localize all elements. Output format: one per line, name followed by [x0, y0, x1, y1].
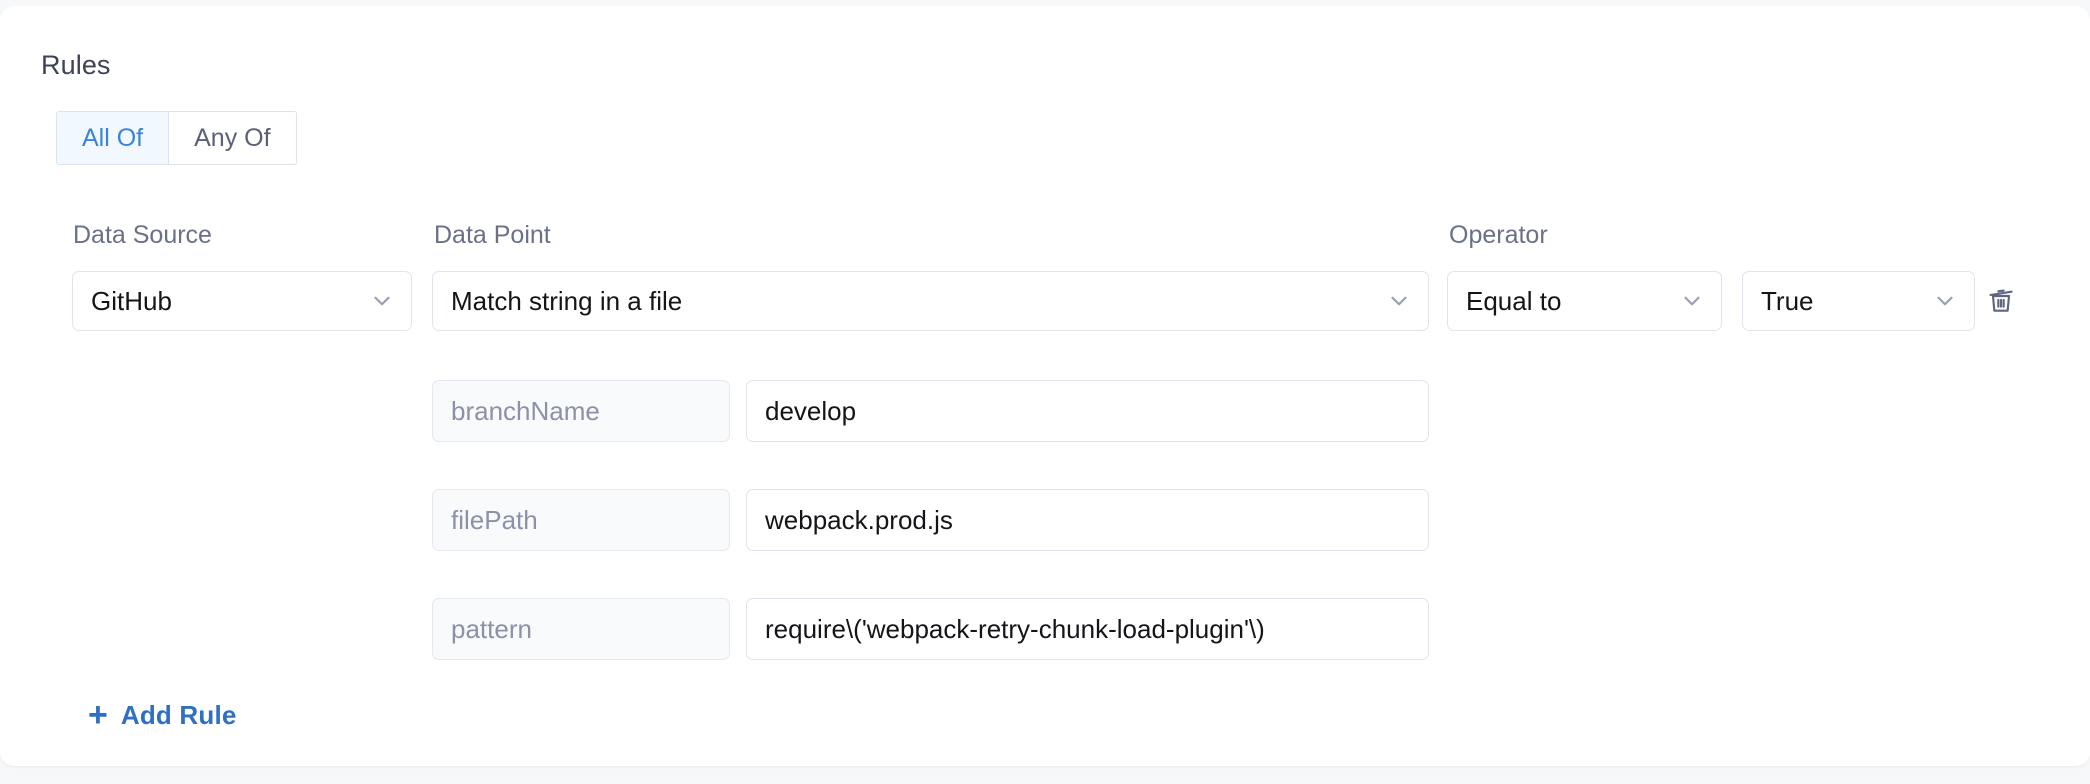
- parameter-value-field[interactable]: webpack.prod.js: [746, 489, 1429, 551]
- parameter-value-field[interactable]: develop: [746, 380, 1429, 442]
- parameter-key-field[interactable]: filePath: [432, 489, 730, 551]
- parameter-key-text: branchName: [451, 395, 600, 426]
- parameter-row: pattern require\('webpack-retry-chunk-lo…: [0, 598, 2090, 660]
- parameter-value-field[interactable]: require\('webpack-retry-chunk-load-plugi…: [746, 598, 1429, 660]
- page-title: Rules: [41, 50, 111, 80]
- chevron-down-icon: [1922, 288, 1968, 314]
- parameter-value-text: webpack.prod.js: [765, 504, 953, 535]
- add-rule-label: Add Rule: [120, 699, 237, 730]
- data-point-select[interactable]: Match string in a file: [432, 271, 1429, 331]
- match-type-toggle: All Of Any Of: [56, 111, 297, 165]
- toggle-option-all-of[interactable]: All Of: [57, 112, 169, 164]
- toggle-option-any-of[interactable]: Any Of: [168, 112, 296, 164]
- parameter-key-field[interactable]: branchName: [432, 380, 730, 442]
- data-source-select[interactable]: GitHub: [72, 271, 412, 331]
- rules-card: Rules All Of Any Of Data Source Data Poi…: [0, 6, 2090, 766]
- parameter-key-text: pattern: [451, 613, 532, 644]
- chevron-down-icon: [359, 288, 405, 314]
- data-point-label: Data Point: [434, 221, 551, 249]
- data-point-value: Match string in a file: [451, 285, 683, 316]
- data-source-value: GitHub: [91, 285, 172, 316]
- add-rule-button[interactable]: + Add Rule: [88, 698, 237, 732]
- parameter-key-field[interactable]: pattern: [432, 598, 730, 660]
- data-source-label: Data Source: [73, 221, 212, 249]
- operator-select[interactable]: Equal to: [1447, 271, 1722, 331]
- operator-value: Equal to: [1466, 285, 1562, 316]
- delete-rule-button[interactable]: [1978, 278, 2024, 324]
- operand-value: True: [1761, 285, 1814, 316]
- parameter-row: filePath webpack.prod.js: [0, 489, 2090, 551]
- chevron-down-icon: [1669, 288, 1715, 314]
- parameter-value-text: require\('webpack-retry-chunk-load-plugi…: [765, 613, 1265, 644]
- trash-icon: [1985, 284, 2017, 319]
- plus-icon: +: [88, 696, 108, 734]
- operator-label: Operator: [1449, 221, 1548, 249]
- parameter-value-text: develop: [765, 395, 857, 426]
- parameter-row: branchName develop: [0, 380, 2090, 442]
- chevron-down-icon: [1376, 288, 1422, 314]
- parameter-key-text: filePath: [451, 504, 538, 535]
- operand-select[interactable]: True: [1742, 271, 1975, 331]
